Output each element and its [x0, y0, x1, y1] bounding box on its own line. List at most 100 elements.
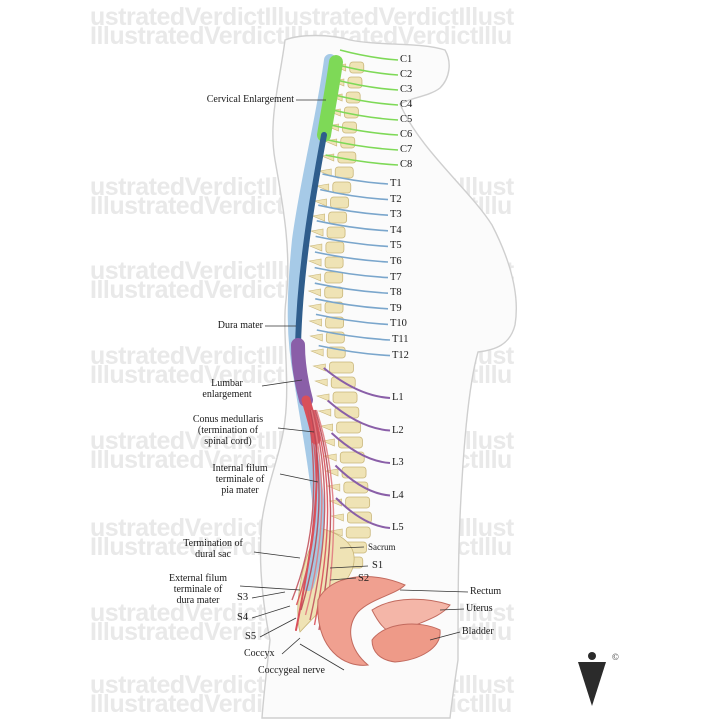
label-lumbar-enlargement: Lumbar enlargement — [202, 378, 252, 400]
thoracic-nerve-t2 — [320, 188, 389, 201]
spinal-cord-lumbar — [291, 338, 313, 407]
thoracic-nerve-t7 — [314, 266, 389, 279]
thoracic-nerve-t6 — [314, 251, 389, 263]
spinous-process — [309, 228, 324, 237]
nerve-label-l4: L4 — [392, 489, 404, 501]
cauda-equina-strand — [291, 409, 315, 601]
vertebral-body — [345, 496, 371, 509]
leader-line — [299, 643, 345, 671]
label-cervical-enlargement: Cervical Enlargement — [206, 94, 294, 105]
nerve-label-c2: C2 — [400, 69, 413, 80]
leader-line — [339, 546, 365, 549]
leader-line — [277, 427, 315, 433]
nerve-label-c8: C8 — [400, 159, 413, 170]
cauda-equina-strand — [295, 409, 318, 606]
thoracic-nerve-t1 — [322, 173, 389, 185]
spinous-process — [308, 318, 322, 327]
nerve-label-t4: T4 — [390, 224, 402, 236]
leader-line — [253, 551, 301, 559]
nerve-label-c4: C4 — [400, 99, 413, 110]
spinous-process — [307, 273, 322, 282]
spinal-cord-cervical — [317, 55, 343, 142]
label-s5: S5 — [245, 631, 257, 642]
label-conus-medullaris: Conus medullaris (termination of spinal … — [192, 414, 264, 447]
spinal-cord-thoracic — [295, 132, 327, 348]
label-coccyx: Coccyx — [244, 648, 275, 659]
vertebral-body — [324, 271, 344, 284]
vertebral-body — [332, 181, 352, 194]
nerve-label-t7: T7 — [390, 271, 402, 283]
leader-line — [239, 585, 301, 591]
thoracic-nerve-t10 — [315, 313, 389, 326]
cauda-equina-strand — [304, 409, 323, 616]
label-internal-filum: Internal filum terminale of pia mater — [212, 463, 268, 496]
nerve-label-c7: C7 — [400, 144, 413, 155]
nerve-label-t6: T6 — [390, 256, 402, 267]
nerve-label-c3: C3 — [400, 84, 413, 95]
spinal-nerve-lines — [314, 49, 399, 529]
nerve-label-t2: T2 — [390, 193, 402, 205]
label-bladder: Bladder — [462, 626, 494, 637]
vertebral-body — [334, 166, 354, 179]
label-sacrum: Sacrum — [368, 542, 396, 552]
nerve-label-t12: T12 — [392, 349, 409, 361]
spinous-process — [309, 333, 323, 342]
cervical-nerve-c4 — [334, 94, 399, 106]
leader-line — [399, 589, 469, 593]
cervical-nerve-c3 — [336, 79, 399, 91]
lumbar-nerve-l2 — [327, 399, 391, 432]
label-s4: S4 — [237, 612, 249, 623]
leader-line — [439, 608, 465, 611]
vertebral-body — [328, 211, 348, 224]
cervical-nerve-c7 — [328, 139, 399, 151]
nerve-label-c1: C1 — [400, 54, 413, 65]
spinous-process — [326, 483, 341, 492]
spinous-process — [310, 348, 324, 357]
cervical-nerve-c5 — [332, 109, 399, 121]
leader-line — [429, 631, 461, 641]
vertebral-body — [332, 391, 358, 404]
vertebral-body — [336, 421, 362, 434]
vertebral-body — [329, 361, 354, 374]
nerve-label-c6: C6 — [400, 129, 413, 140]
spinous-process — [315, 393, 330, 402]
thoracic-nerve-t8 — [314, 282, 389, 294]
label-rectum: Rectum — [470, 586, 502, 597]
nerve-label-l5: L5 — [392, 522, 404, 533]
spinous-process — [314, 378, 328, 387]
label-s1: S1 — [372, 560, 384, 571]
vertebral-body — [330, 196, 349, 209]
spinous-process — [307, 288, 322, 297]
spinous-process — [311, 213, 325, 222]
copyright-mark: © — [612, 652, 619, 662]
leader-line — [279, 473, 319, 483]
label-s3: S3 — [237, 592, 249, 603]
thoracic-nerve-t4 — [316, 220, 389, 232]
cervical-nerve-c2 — [337, 64, 399, 76]
spinous-process — [313, 198, 327, 207]
label-coccygeal-nerve: Coccygeal nerve — [258, 665, 325, 676]
label-leader-lines — [239, 99, 469, 671]
spinous-process — [330, 513, 344, 522]
rectum-shape — [317, 576, 406, 666]
vertebral-body — [326, 226, 346, 239]
cauda-equina-strand — [313, 409, 329, 626]
watermark-text: ustratedVerdictIllustratedVerdictIllust — [90, 3, 514, 31]
spinous-process — [318, 168, 332, 177]
lumbar-nerve-l1 — [323, 367, 391, 399]
filum-terminale — [295, 439, 318, 631]
nerve-label-t1: T1 — [390, 178, 402, 189]
nerve-label-t8: T8 — [390, 287, 402, 299]
leader-line — [281, 637, 301, 655]
spinous-process — [312, 363, 326, 372]
cauda-equina-strand — [309, 409, 326, 621]
spinous-process — [315, 183, 330, 192]
nerve-label-t9: T9 — [390, 302, 402, 314]
label-s2: S2 — [358, 573, 370, 584]
brand-logo-icon — [578, 652, 606, 706]
nerve-label-t5: T5 — [390, 240, 402, 252]
leader-line — [251, 591, 286, 599]
lumbar-nerve-l4 — [334, 464, 391, 497]
label-termination-dural-sac: Termination of dural sac — [183, 538, 243, 560]
lumbar-nerve-l5 — [335, 497, 391, 529]
